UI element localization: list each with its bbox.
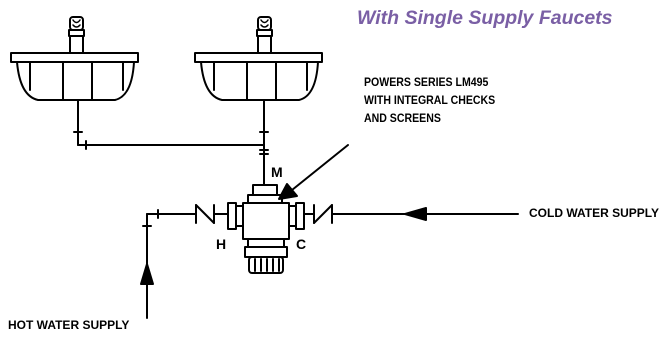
hot-flow-arrow: [140, 263, 154, 285]
outlet-piping: [73, 99, 269, 186]
right-faucet-icon: [256, 16, 273, 54]
callout-line: WITH INTEGRAL CHECKS: [364, 93, 496, 107]
cold-flow-arrow: [404, 207, 427, 221]
right-sink: [194, 16, 323, 101]
left-faucet-icon: [68, 16, 85, 54]
callout-line: AND SCREENS: [364, 111, 441, 125]
cold-port-label: C: [296, 236, 307, 252]
diagram-title: With Single Supply Faucets: [357, 7, 613, 29]
callout-arrowhead: [278, 183, 298, 200]
left-sink: [10, 16, 139, 101]
hot-check-valve: [195, 204, 229, 224]
mixed-port-label: M: [271, 164, 283, 180]
hot-supply-pipe: [142, 209, 197, 319]
mixing-valve: [227, 184, 305, 274]
hot-supply-label: HOT WATER SUPPLY: [8, 318, 130, 332]
cold-check-valve: [303, 204, 333, 224]
valve-callout: POWERS SERIES LM495 WITH INTEGRAL CHECKS…: [364, 73, 495, 127]
callout-leader: [291, 144, 349, 191]
cold-supply-label: COLD WATER SUPPLY: [529, 206, 660, 220]
hot-port-label: H: [216, 236, 227, 252]
callout-line: POWERS SERIES LM495: [364, 75, 489, 89]
